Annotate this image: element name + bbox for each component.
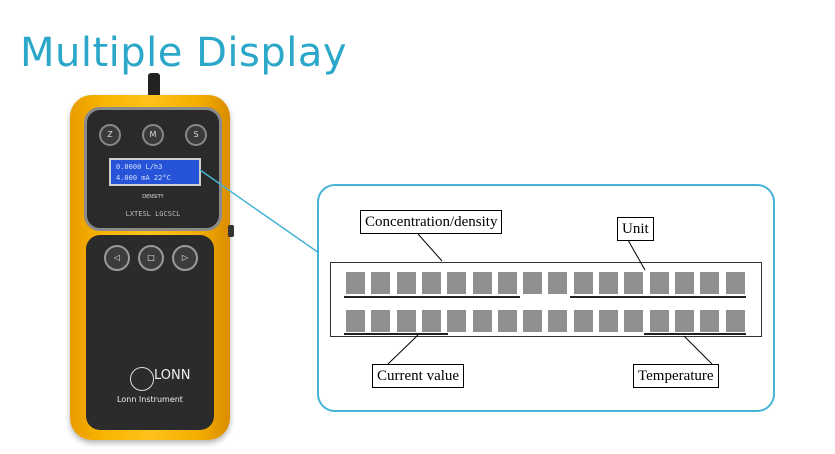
lcd-line-1: 0.0000 L/h3 xyxy=(116,163,163,171)
display-cell xyxy=(674,310,694,332)
display-cell xyxy=(421,310,441,332)
mode-button: M xyxy=(142,124,164,146)
display-cell xyxy=(624,310,644,332)
display-cell xyxy=(725,310,745,332)
pointer-current xyxy=(387,334,419,365)
set-button: S xyxy=(185,124,207,146)
page-title: Multiple Display xyxy=(20,30,348,76)
pointer-concentration xyxy=(417,233,443,262)
display-cell xyxy=(447,310,467,332)
gas-detector-device: Z M S 0.0000 L/h3 4.000 mA 22°C DENSITY … xyxy=(70,73,234,445)
display-cell xyxy=(548,310,568,332)
callout-line xyxy=(199,169,320,254)
pointer-unit xyxy=(627,239,646,271)
display-segment-strip xyxy=(330,262,762,337)
lcd-line-2: 4.000 mA 22°C xyxy=(116,174,171,182)
logo-text: LONN xyxy=(154,368,191,383)
display-cell xyxy=(472,310,492,332)
lcd-screen: 0.0000 L/h3 4.000 mA 22°C xyxy=(109,158,201,186)
display-cell xyxy=(725,272,745,294)
logo-icon xyxy=(130,367,154,391)
model-label: LXTESL LGCSCL xyxy=(125,210,181,218)
display-cell xyxy=(447,272,467,294)
left-button: ◁ xyxy=(104,245,130,271)
display-cell xyxy=(523,310,543,332)
label-current-value: Current value xyxy=(372,364,465,388)
display-cell xyxy=(497,272,517,294)
pointer-temperature xyxy=(683,335,713,365)
device-top-panel: Z M S 0.0000 L/h3 4.000 mA 22°C DENSITY … xyxy=(84,107,222,231)
brand-text: Lonn Instrument xyxy=(117,395,183,404)
display-cell xyxy=(396,272,416,294)
display-cell xyxy=(649,310,669,332)
display-cell xyxy=(346,272,365,294)
display-cell xyxy=(472,272,492,294)
side-knob xyxy=(228,225,234,237)
right-button: ▷ xyxy=(172,245,198,271)
label-unit: Unit xyxy=(617,217,654,241)
display-cell xyxy=(396,310,416,332)
display-cell xyxy=(497,310,517,332)
underline-current xyxy=(344,333,448,335)
underline-unit xyxy=(570,296,746,298)
display-cell xyxy=(599,272,618,294)
underline-temperature xyxy=(644,333,746,335)
underline-concentration xyxy=(344,296,520,298)
display-cell xyxy=(371,272,391,294)
display-cell xyxy=(523,272,543,294)
display-cell xyxy=(624,272,644,294)
device-bottom-panel: ◁ □ ▷ LONN Lonn Instrument xyxy=(86,235,214,430)
display-cell xyxy=(649,272,669,294)
label-temperature: Temperature xyxy=(633,364,719,388)
antenna xyxy=(148,73,160,99)
display-cell xyxy=(421,272,441,294)
display-cell xyxy=(548,272,568,294)
zero-button: Z xyxy=(99,124,121,146)
display-cell xyxy=(599,310,618,332)
display-cell xyxy=(674,272,694,294)
display-cell xyxy=(573,310,593,332)
center-button: □ xyxy=(138,245,164,271)
display-cell xyxy=(573,272,593,294)
display-cell xyxy=(700,310,720,332)
display-cell xyxy=(371,310,391,332)
label-concentration-density: Concentration/density xyxy=(360,210,503,234)
display-cell xyxy=(346,310,365,332)
density-label: DENSITY xyxy=(142,194,164,200)
display-cell xyxy=(700,272,720,294)
